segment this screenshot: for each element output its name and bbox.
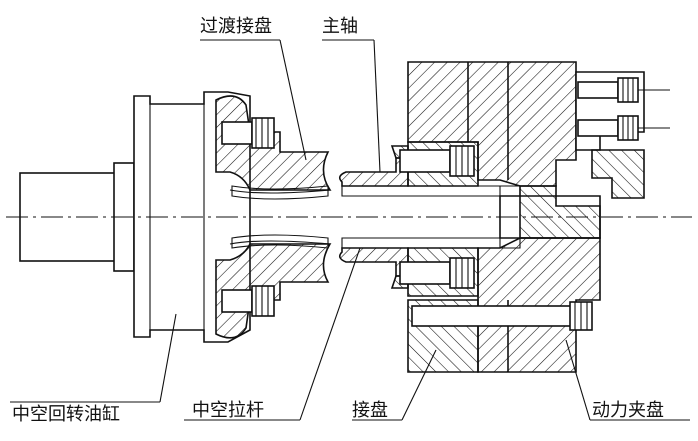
draw-tube-left: [231, 185, 329, 249]
leader-lines: [10, 39, 690, 421]
label-spindle: 主轴: [322, 16, 358, 37]
label-hollow-draw-tube: 中空拉杆: [192, 400, 264, 421]
power-chuck: [407, 61, 670, 373]
label-connecting-plate: 接盘: [352, 400, 388, 421]
label-power-chuck: 动力夹盘: [592, 400, 664, 421]
adapter-plate: [215, 95, 332, 339]
label-hollow-rotary-cylinder: 中空回转油缸: [12, 403, 120, 425]
label-adapter-plate: 过渡接盘: [200, 16, 272, 37]
